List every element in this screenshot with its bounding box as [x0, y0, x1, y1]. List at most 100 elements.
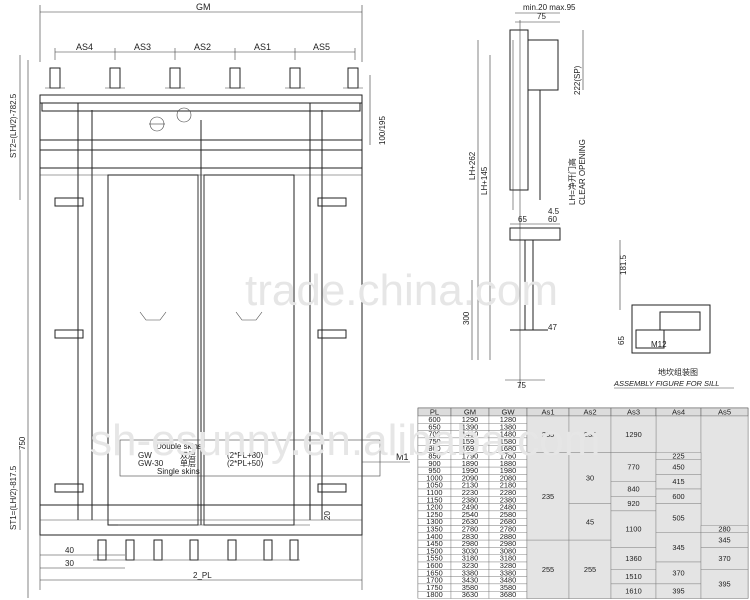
table-header: GM — [464, 408, 476, 417]
table-cell: 1650 — [426, 568, 442, 577]
table-header: GW — [501, 408, 515, 417]
table-cell: 850 — [428, 452, 440, 461]
dim-20: 20 — [323, 511, 332, 520]
table-cell: 1480 — [500, 430, 516, 439]
table-cell: 1350 — [426, 525, 442, 534]
table-merged-cell: 255 — [542, 565, 554, 574]
table-cell: 3580 — [500, 583, 516, 592]
table-cell: 2090 — [462, 473, 478, 482]
table-merged-cell: 1360 — [625, 554, 641, 563]
table-merged-cell: 840 — [627, 485, 639, 494]
table-cell: 1880 — [500, 459, 516, 468]
table-cell: 2880 — [500, 532, 516, 541]
side-clear-cn: LH=净开门高 — [567, 158, 577, 205]
table-merged-cell: 225 — [672, 452, 684, 461]
table-merged-cell: 235 — [542, 492, 554, 501]
table-merged-cell: 1100 — [626, 525, 642, 534]
table-merged-cell: 255 — [584, 565, 596, 574]
st2-label: ST2=(LH/2)-782.5 — [9, 93, 18, 158]
side-top-dim: min.20 max.95 — [523, 3, 576, 12]
table-cell: 3430 — [462, 576, 478, 585]
table-cell: 1400 — [426, 532, 442, 541]
table-merged-cell: 395 — [672, 587, 684, 596]
table-cell: 1500 — [426, 546, 442, 555]
table-cell: 2280 — [500, 488, 516, 497]
table-cell: 1750 — [426, 583, 442, 592]
watermark-tradechina: trade.china.com — [245, 266, 558, 315]
table-cell: 3630 — [462, 590, 478, 599]
table-cell: 1690 — [462, 444, 478, 453]
side-dim-47: 47 — [548, 323, 557, 332]
side-lh262: LH+262 — [468, 151, 477, 180]
table-cell: 2780 — [500, 525, 516, 534]
table-merged-cell: 1290 — [625, 430, 641, 439]
st1-label: ST1=(LH/2)-817.5 — [9, 465, 18, 530]
dim-2pl: 2_PL — [193, 571, 212, 580]
table-merged-cell: 45 — [586, 517, 594, 526]
table-cell: 3380 — [462, 568, 478, 577]
sill-dim-65: 65 — [617, 336, 626, 345]
table-cell: 1980 — [500, 466, 516, 475]
table-cell: 2580 — [500, 510, 516, 519]
table-cell: 1050 — [426, 481, 442, 490]
table-merged-cell: 415 — [672, 477, 684, 486]
table-cell: 2980 — [500, 539, 516, 548]
table-cell: 2780 — [462, 525, 478, 534]
table-cell: 3380 — [500, 568, 516, 577]
dim-40: 40 — [65, 546, 74, 555]
table-cell: 1150 — [427, 495, 443, 504]
table-cell: 1590 — [462, 437, 478, 446]
table-cell: 1280 — [500, 415, 516, 424]
table-cell: 700 — [428, 430, 440, 439]
table-cell: 1450 — [426, 539, 442, 548]
table-header: As2 — [583, 408, 596, 417]
table-cell: 800 — [428, 444, 440, 453]
table-merged-cell: 345 — [672, 543, 684, 552]
table-cell: 1200 — [426, 503, 442, 512]
side-dim-300: 300 — [462, 311, 471, 325]
table-merged-cell: 450 — [672, 463, 684, 472]
table-merged-cell: 770 — [627, 463, 639, 472]
side-dim-75-bot: 75 — [517, 381, 526, 390]
table-cell: 2230 — [462, 488, 478, 497]
table-merged-cell: 370 — [718, 554, 730, 563]
as3-label: AS3 — [134, 42, 151, 52]
m1-label: M1 — [396, 452, 409, 462]
formula-b-3: 单层 — [180, 458, 196, 468]
dim-100-195: 100/195 — [378, 116, 387, 145]
table-cell: 3680 — [500, 590, 516, 599]
table-cell: 2540 — [462, 510, 478, 519]
side-dim-65: 65 — [518, 215, 527, 224]
table-cell: 2680 — [500, 517, 516, 526]
formula-b-2: 双层 — [180, 451, 196, 460]
gm-label: GM — [196, 2, 211, 12]
table-header: As3 — [627, 408, 640, 417]
as2-label: AS2 — [194, 42, 211, 52]
side-dim-75-top: 75 — [537, 12, 546, 21]
table-cell: 1550 — [426, 554, 442, 563]
sill-m12: M12 — [651, 340, 667, 349]
table-header: As4 — [672, 408, 685, 417]
table-cell: 3580 — [462, 583, 478, 592]
table-cell: 3180 — [462, 554, 478, 563]
table-merged-cell: 345 — [718, 536, 730, 545]
side-dim-60: 60 — [548, 215, 557, 224]
table-header: As5 — [718, 408, 731, 417]
formula-c-3: (2*PL+50) — [227, 459, 264, 468]
formula-a-1: Double skins — [156, 442, 202, 451]
table-cell: 2380 — [500, 495, 516, 504]
table-cell: 1790 — [462, 452, 478, 461]
table-cell: 2080 — [500, 473, 516, 482]
as5-label: AS5 — [313, 42, 330, 52]
table-cell: 1800 — [426, 590, 442, 599]
table-merged-cell: 235 — [584, 430, 596, 439]
table-cell: 1890 — [462, 459, 478, 468]
table-cell: 2480 — [500, 503, 516, 512]
formula-a-4: Single skins — [157, 467, 200, 476]
bottom-bolt-row — [93, 539, 300, 561]
table-merged-cell: 600 — [672, 492, 684, 501]
table-cell: 3280 — [500, 561, 516, 570]
table-cell: 950 — [428, 466, 440, 475]
